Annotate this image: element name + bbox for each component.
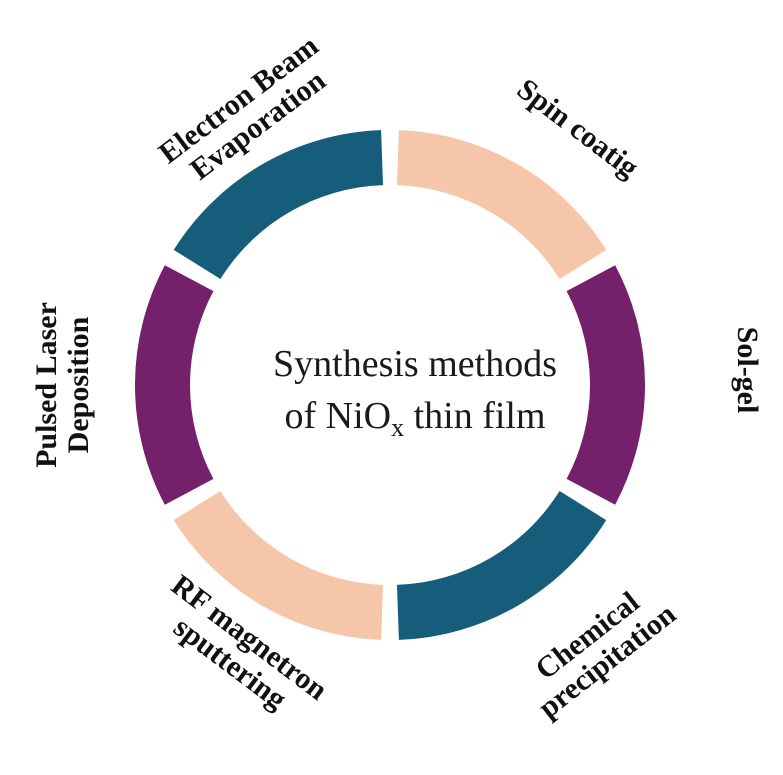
segment-electron-beam-evaporation [173,130,384,280]
segment-spin-coating [396,130,607,280]
segment-sol-gel-label-line: Sol-gel [731,327,764,414]
segment-pulsed-laser-deposition-label-line: Deposition [62,316,95,453]
segment-spin-coating-label: Spin coatig [511,72,645,184]
segment-pulsed-laser-deposition-label-line: Pulsed Laser [30,302,63,468]
segment-sol-gel [566,265,645,505]
segment-chemical-precipitation [396,490,607,640]
segment-spin-coating-label-line: Spin coatig [511,72,645,184]
segment-pulsed-laser-deposition [134,265,214,505]
center-title-prefix: of NiO [284,395,391,437]
center-title-line2: of NiOx thin film [284,395,545,442]
center-title-line1: Synthesis methods [273,343,557,385]
center-title-suffix: thin film [404,395,545,437]
ring-segments [134,130,645,640]
segment-sol-gel-label: Sol-gel [731,327,764,414]
center-title-subscript: x [391,413,404,442]
segment-rf-magnetron-sputtering [173,490,384,640]
